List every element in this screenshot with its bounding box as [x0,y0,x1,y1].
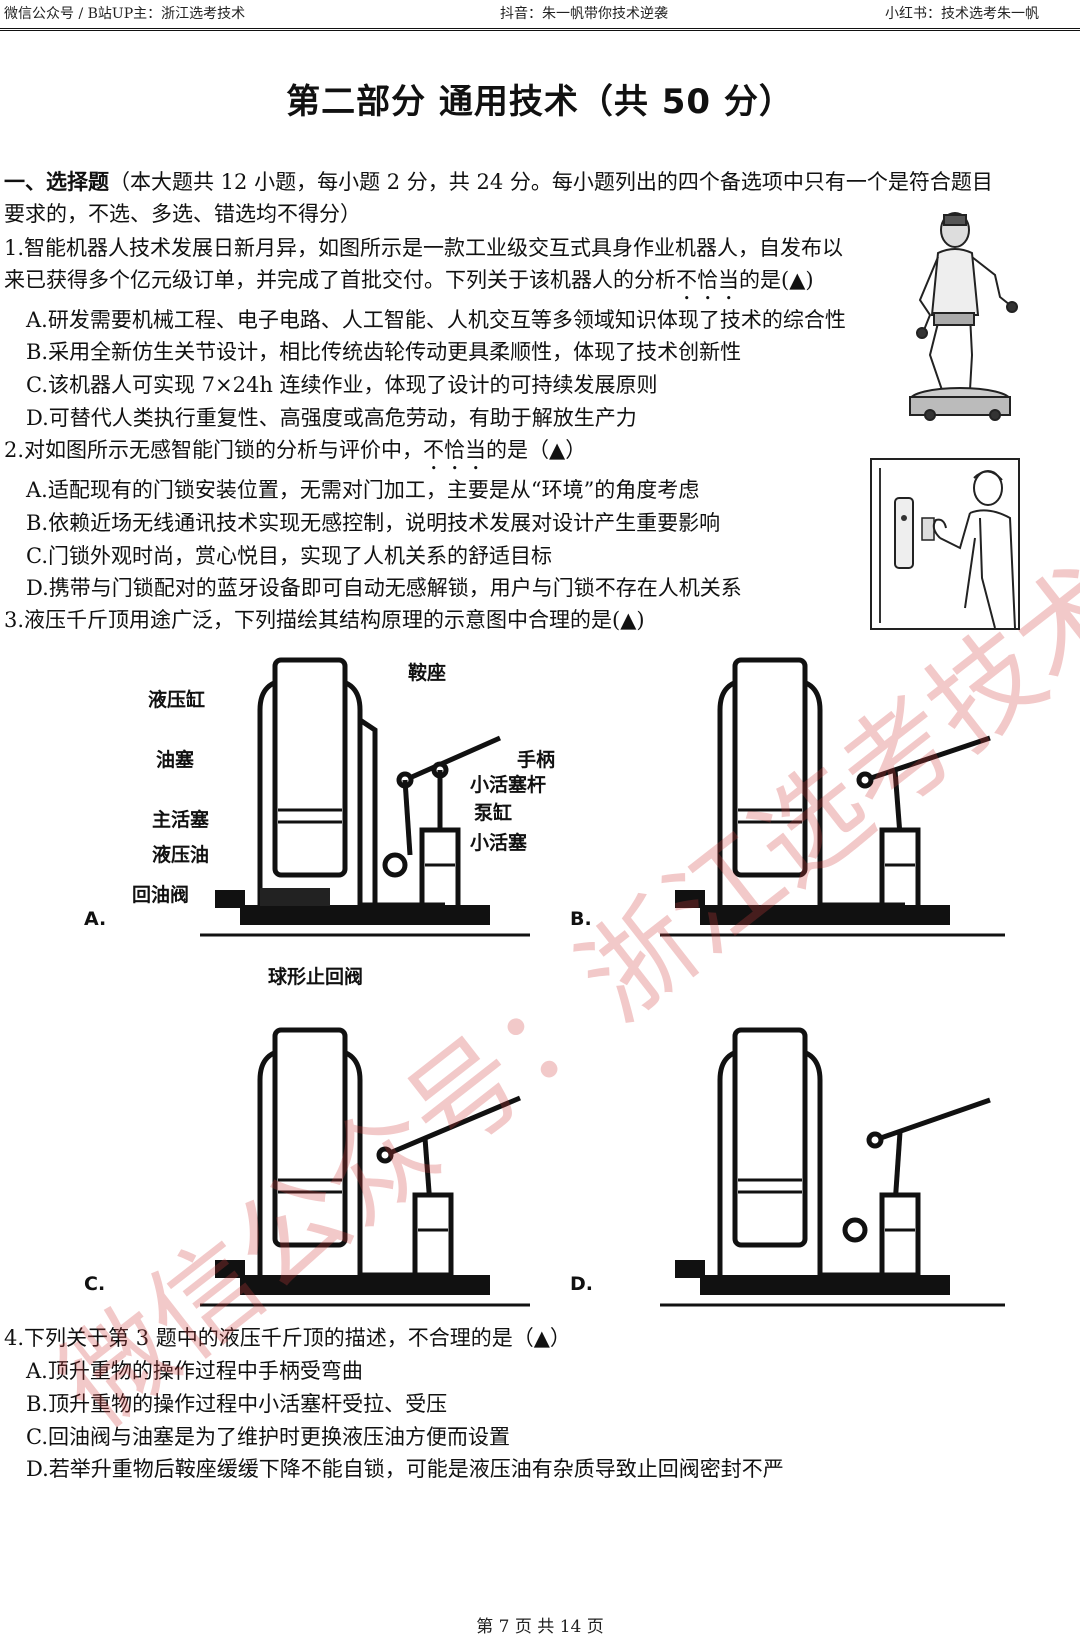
q1-option-d: D.可替代人类执行重复性、高强度或高危劳动，有助于解放生产力 [26,406,637,430]
section-head: 一、选择题 [4,170,109,194]
label-oil: 液压油 [152,844,210,866]
q1-option-c: C.该机器人可实现 7×24h 连续作业，体现了设计的可持续发展原则 [26,373,658,397]
header-right: 小红书：技术选考朱一帆 [885,6,1039,22]
label-plug: 油塞 [156,749,195,771]
door-lock-figure [870,458,1020,630]
label-return-valve: 回油阀 [132,884,190,906]
q1-stem-line1: 1.智能机器人技术发展日新月异，如图所示是一款工业级交互式具身作业机器人，自发布… [4,236,844,260]
q2-option-a: A.适配现有的门锁安装位置，无需对门加工，主要是从“环境”的角度考虑 [26,478,700,502]
q4-stem: 4.下列关于第 3 题中的液压千斤顶的描述，不合理的是（▲） [4,1326,571,1350]
header-left: 微信公众号 / B站UP主：浙江选考技术 [4,6,246,22]
label-small-piston: 小活塞 [470,832,528,854]
page-title: 第二部分 通用技术（共 50 分） [286,82,794,122]
q4-option-b: B.顶升重物的操作过程中小活塞杆受拉、受压 [26,1392,448,1416]
section-intro-line2: 要求的，不选、多选、错选均不得分） [4,202,361,226]
q1-option-a: A.研发需要机械工程、电子电路、人工智能、人机交互等多领域知识体现了技术的综合性 [26,308,846,332]
jack-figure-a [200,657,530,937]
jack-figure-b [660,657,1005,937]
jack-option-c-label: C. [84,1273,106,1295]
jack-option-d-label: D. [570,1273,593,1295]
q2-option-b: B.依赖近场无线通讯技术实现无感控制，说明技术发展对设计产生重要影响 [26,511,721,535]
label-handle: 手柄 [517,749,556,771]
q2-option-c: C.门锁外观时尚，赏心悦目，实现了人机关系的舒适目标 [26,544,552,568]
q3-stem: 3.液压千斤顶用途广泛，下列描绘其结构原理的示意图中合理的是(▲) [4,608,645,632]
section-intro-line1: 一、选择题（本大题共 12 小题，每小题 2 分，共 24 分。每小题列出的四个… [4,170,993,194]
q2-emphasis: 不恰当 [423,438,487,462]
jack-figure-c [200,1027,530,1307]
jack-option-a-label: A. [84,908,107,930]
jack-option-b-label: B. [570,908,592,930]
page-footer: 第 7 页 共 14 页 [476,1617,604,1637]
q4-option-d: D.若举升重物后鞍座缓缓下降不能自锁，可能是液压油有杂质导致止回阀密封不严 [26,1457,784,1481]
q4-option-c: C.回油阀与油塞是为了维护时更换液压油方便而设置 [26,1425,510,1449]
robot-figure [909,212,1018,421]
label-pump: 泵缸 [474,802,513,824]
label-rod: 小活塞杆 [470,774,547,796]
q1-option-b: B.采用全新仿生关节设计，相比传统齿轮传动更具柔顺性，体现了技术创新性 [26,340,742,364]
label-cylinder: 液压缸 [148,689,206,711]
q1-emphasis: 不恰当 [676,268,739,292]
label-check-valve: 球形止回阀 [268,966,364,988]
q2-option-d: D.携带与门锁配对的蓝牙设备即可自动无感解锁，用户与门锁不存在人机关系 [26,576,742,600]
label-saddle: 鞍座 [408,662,447,684]
jack-figure-d [660,1027,1005,1307]
header-center: 抖音：朱一帆带你技术逆袭 [500,6,668,22]
q4-option-a: A.顶升重物的操作过程中手柄受弯曲 [26,1359,363,1383]
q1-stem-line2: 来已获得多个亿元级订单，并完成了首批交付。下列关于该机器人的分析不恰当的是(▲) [4,268,814,292]
page-header: 微信公众号 / B站UP主：浙江选考技术 抖音：朱一帆带你技术逆袭 小红书：技术… [0,0,1080,31]
label-main-piston: 主活塞 [152,809,210,831]
q2-stem: 2.对如图所示无感智能门锁的分析与评价中，不恰当的是（▲） [4,438,587,462]
